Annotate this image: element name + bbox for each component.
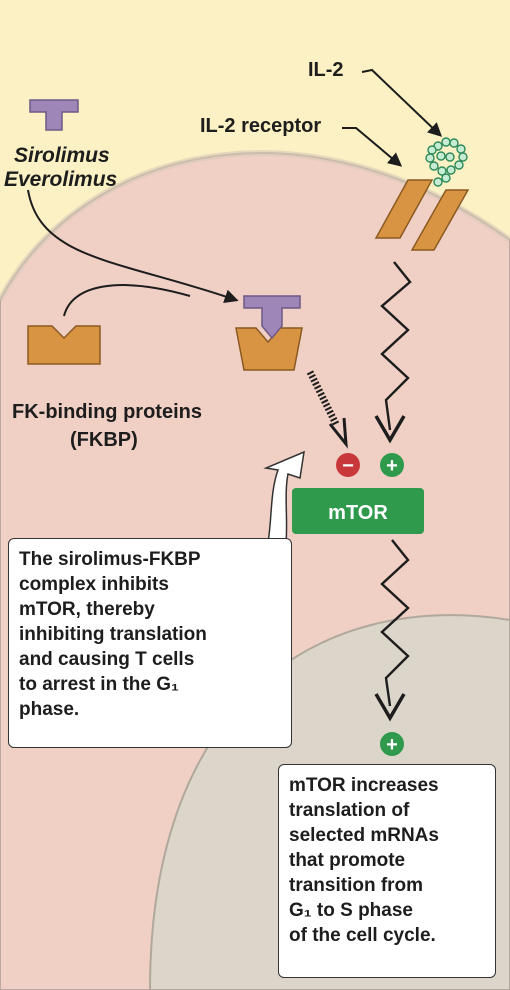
note-line: complex inhibits — [19, 574, 169, 595]
note-line: phase. — [19, 699, 80, 720]
il2-receptor-icon — [374, 179, 470, 251]
receptor-pointer-arrow — [342, 127, 403, 167]
fkbp-protein-icon — [27, 325, 101, 365]
note-line: that promote — [289, 850, 406, 871]
note-line: mTOR increases — [289, 775, 439, 796]
mtor-box — [292, 488, 424, 534]
inhibition-dashed-arrow — [306, 370, 340, 426]
note-line: inhibiting translation — [19, 624, 207, 645]
il2-cytokine-icon — [425, 137, 468, 187]
inhibition-arrowhead — [328, 417, 348, 449]
minus-symbol: − — [342, 455, 354, 477]
inhibit-sign — [336, 453, 360, 477]
il2-receptor-label: IL-2 receptor — [200, 115, 321, 137]
drug-label-sirolimus: Sirolimus — [14, 144, 110, 167]
fkbp-label: FK-binding proteins — [12, 401, 202, 423]
drug-fkbp-complex-icon — [235, 295, 303, 371]
note-mtor-function: mTOR increases translation of selected m… — [278, 764, 496, 978]
callout-arrow — [263, 450, 305, 543]
signal-zigzag-upper — [380, 261, 412, 431]
il2-pointer-arrow — [361, 68, 443, 137]
il2-label: IL-2 — [308, 59, 344, 81]
note-line: translation of — [289, 800, 410, 821]
note-line: to arrest in the G₁ — [19, 674, 179, 695]
drug-label-everolimus: Everolimus — [4, 168, 117, 191]
drug-molecule-icon — [29, 99, 79, 131]
signal-arrowhead-upper — [374, 415, 406, 444]
activate-sign-upper — [380, 453, 404, 477]
activate-sign-lower — [380, 732, 404, 756]
note-line: and causing T cells — [19, 649, 195, 670]
mtor-label: mTOR — [328, 502, 388, 524]
note-line: mTOR, thereby — [19, 599, 155, 620]
note-line: G₁ to S phase — [289, 900, 413, 921]
note-inhibition: The sirolimus-FKBP complex inhibits mTOR… — [8, 538, 292, 748]
plus-symbol-upper: + — [386, 455, 398, 477]
note-line: selected mRNAs — [289, 825, 439, 846]
fkbp-label-abbrev: (FKBP) — [70, 429, 138, 451]
signal-arrowhead-lower — [374, 693, 406, 722]
fkbp-binding-curve — [63, 284, 191, 317]
drug-binding-arrow — [27, 189, 239, 303]
note-line: The sirolimus-FKBP — [19, 549, 201, 570]
note-line: of the cell cycle. — [289, 925, 436, 946]
signal-zigzag-lower — [380, 539, 410, 707]
note-line: transition from — [289, 875, 424, 896]
plus-symbol-lower: + — [386, 734, 398, 756]
